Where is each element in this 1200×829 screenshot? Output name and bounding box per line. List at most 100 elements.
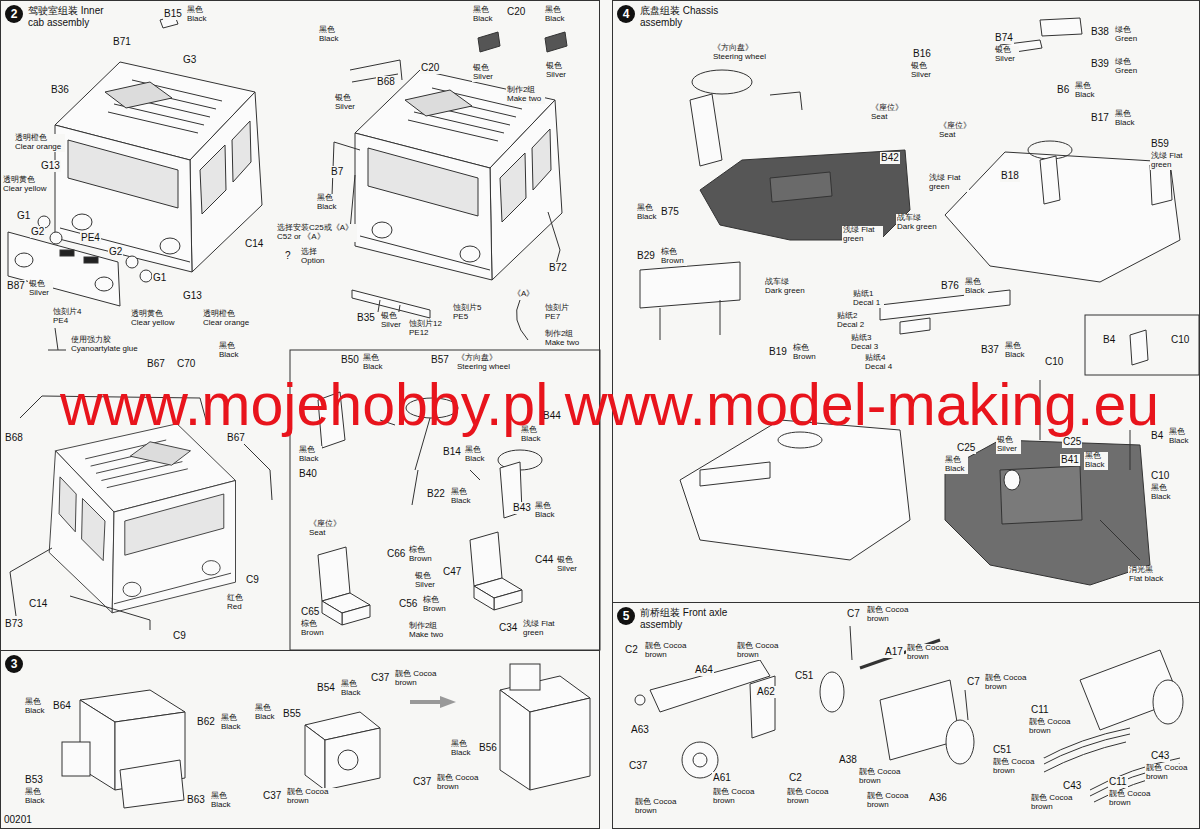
step-panel: 4底盘组装 Chassis assembly [612, 0, 1200, 603]
paint-note: 靓色 Cocoa brown [644, 642, 696, 660]
paint-note: 靓色 Cocoa brown [866, 792, 918, 810]
callout-number: B15 [163, 8, 183, 20]
paint-note: 《座位》 Seat [870, 104, 906, 122]
paint-note: 贴纸2 Decal 2 [836, 312, 868, 330]
callout-number: B22 [426, 488, 446, 500]
callout-number: C34 [498, 622, 518, 634]
paint-note: 《方向盘》 Steering wheel [712, 44, 769, 62]
step-heading: 2驾驶室组装 Inner cab assembly [5, 5, 118, 28]
callout-number: C37 [412, 776, 432, 788]
callout-number: C51 [992, 744, 1012, 756]
callout-number: C2 [788, 772, 803, 784]
paint-note: 《座位》 Seat [308, 520, 344, 538]
paint-note: 棕色 Brown [660, 248, 687, 266]
paint-note: 银色 Silver [545, 62, 570, 80]
paint-note: 黑色 Black [254, 704, 278, 722]
callout-number: G2 [108, 246, 123, 258]
paint-note: 银色 Silver [28, 280, 53, 298]
callout-number: C44 [534, 554, 554, 566]
paint-note: 绿色 Green [1114, 58, 1141, 76]
callout-number: ? [284, 250, 292, 262]
paint-note: 黑色 Black [450, 488, 474, 506]
callout-number: B38 [1090, 26, 1110, 38]
callout-number: C43 [1150, 750, 1170, 762]
step-title: 前桥组装 Front axle assembly [639, 607, 733, 630]
callout-number: B43 [512, 502, 532, 514]
paint-note: 黑色 Black [1074, 82, 1098, 100]
callout-number: C20 [420, 62, 440, 74]
paint-note: 黑色 Black [1168, 428, 1192, 446]
callout-number: B41 [1060, 454, 1080, 466]
paint-note: 黑色 Black [1114, 110, 1138, 128]
callout-number: B35 [356, 312, 376, 324]
callout-number: C11 [1108, 776, 1128, 788]
callout-number: B50 [340, 354, 360, 366]
callout-number: C9 [245, 574, 260, 586]
callout-number: B37 [980, 344, 1000, 356]
callout-number: B76 [940, 280, 960, 292]
paint-note: 蚀刻片 PE7 [544, 304, 572, 322]
callout-number: B62 [196, 716, 216, 728]
paint-note: 制作2组 Make two [506, 86, 545, 104]
callout-number: G3 [182, 54, 197, 66]
paint-note: 黑色 Black [964, 278, 988, 296]
paint-note: 棕色 Brown [792, 344, 819, 362]
callout-number: B36 [50, 84, 70, 96]
callout-number: B7 [330, 166, 344, 178]
paint-note: 黑色 Black [340, 680, 364, 698]
paint-note: 银色 Silver [996, 436, 1021, 454]
callout-number: PE4 [80, 232, 101, 244]
paint-note: 银色 Silver [414, 572, 439, 590]
callout-number: B64 [52, 700, 72, 712]
callout-number: C7 [966, 676, 981, 688]
callout-number: B71 [112, 36, 132, 48]
paint-note: 靓色 Cocoa brown [712, 788, 764, 806]
step-heading: 4底盘组装 Chassis assembly [617, 5, 724, 28]
paint-note: 黑色 Black [1004, 342, 1028, 360]
paint-note: 黑色 Black [534, 502, 558, 520]
step-heading: 5前桥组装 Front axle assembly [617, 607, 733, 630]
paint-note: 靓色 Cocoa brown [906, 644, 958, 662]
callout-number: B4 [1102, 334, 1116, 346]
paint-note: 蚀刻片4 PE4 [52, 308, 85, 326]
paint-note: 靓色 Cocoa brown [984, 674, 1036, 692]
callout-number: A36 [928, 792, 948, 804]
paint-note: 蚀刻片5 PE5 [452, 304, 485, 322]
callout-number: C10 [1044, 356, 1064, 368]
callout-number: G13 [40, 160, 61, 172]
paint-note: 靓色 Cocoa brown [858, 768, 910, 786]
callout-number: A17 [884, 646, 904, 658]
callout-number: A61 [712, 772, 732, 784]
callout-number: B74 [994, 32, 1014, 44]
paint-note: 使用强力胶 Cyanoartylate glue [70, 336, 141, 354]
callout-number: C7 [846, 608, 861, 620]
paint-note: 绿色 Green [1114, 26, 1141, 44]
callout-number: A38 [838, 754, 858, 766]
callout-number: C47 [442, 566, 462, 578]
callout-number: C51 [794, 670, 814, 682]
callout-number: C9 [172, 630, 187, 642]
paint-note: 消光黑 Flat black [1128, 566, 1167, 584]
callout-number: G2 [30, 226, 45, 238]
paint-note: 靓色 Cocoa brown [1145, 764, 1197, 782]
paint-note: 黑色 Black [218, 342, 242, 360]
paint-note: 制作2组 Make two [408, 622, 447, 640]
paint-note: 蚀刻片12 PE12 [408, 320, 445, 338]
paint-note: 红色 Red [226, 594, 246, 612]
paint-note: 银色 Silver [472, 64, 497, 82]
paint-note: 黑色 Black [1084, 452, 1108, 470]
watermark: www.mojehobby.pl www.model-making.eu [60, 372, 1159, 437]
step-number: 2 [5, 5, 23, 23]
paint-note: 靓色 Cocoa brown [992, 758, 1044, 776]
callout-number: B56 [478, 742, 498, 754]
callout-number: G1 [152, 272, 167, 284]
callout-number: B55 [282, 708, 302, 720]
callout-number: C25 [1062, 436, 1082, 448]
callout-number: B72 [548, 262, 568, 274]
paint-note: 黑色 Black [1150, 484, 1174, 502]
callout-number: B19 [768, 346, 788, 358]
callout-number: B18 [1000, 170, 1020, 182]
paint-note: 透明黄色 Clear yellow [2, 176, 50, 194]
callout-number: C43 [1062, 780, 1082, 792]
paint-note: 靓色 Cocoa brown [866, 606, 918, 624]
